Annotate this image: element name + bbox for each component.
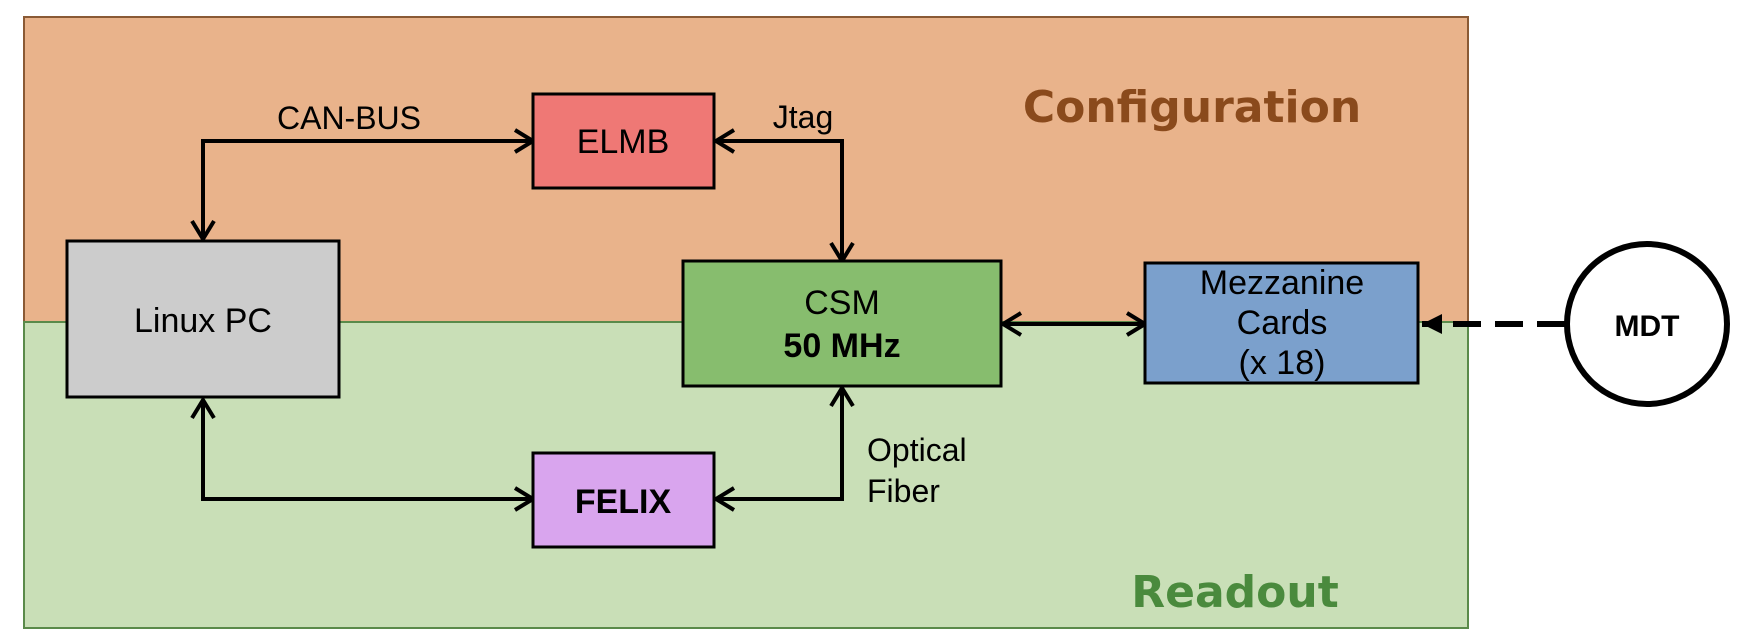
jtag-connector (712, 128, 855, 265)
felix-node: FELIX (531, 451, 716, 549)
felix-label: FELIX (575, 483, 672, 521)
csm-node: CSM 50 MHz (681, 259, 1003, 388)
pc-felix-connector (190, 396, 537, 512)
readout-title: Readout (1131, 567, 1339, 618)
csm-frequency-label: 50 MHz (783, 327, 900, 365)
can-bus-label: CAN-BUS (277, 100, 421, 136)
configuration-title: Configuration (1023, 82, 1361, 133)
mdt-label: MDT (1615, 310, 1680, 343)
elmb-label: ELMB (577, 123, 670, 161)
elmb-node: ELMB (531, 92, 716, 190)
can-bus-connector (190, 128, 537, 243)
linux-pc-node: Linux PC (65, 239, 341, 399)
mdt-node: MDT (1564, 241, 1730, 407)
optical-fiber-label-line1: Optical (867, 432, 967, 468)
optical-fiber-connector (712, 384, 855, 512)
mezzanine-label-line1: Mezzanine (1200, 264, 1364, 302)
csm-label: CSM (804, 284, 880, 322)
mezzanine-cards-node: Mezzanine Cards (x 18) (1143, 261, 1420, 385)
jtag-label: Jtag (773, 99, 833, 135)
linux-pc-label: Linux PC (134, 302, 272, 340)
optical-fiber-label-line2: Fiber (867, 473, 940, 509)
mezzanine-label-line3: (x 18) (1239, 344, 1326, 382)
mezzanine-label-line2: Cards (1237, 304, 1328, 342)
